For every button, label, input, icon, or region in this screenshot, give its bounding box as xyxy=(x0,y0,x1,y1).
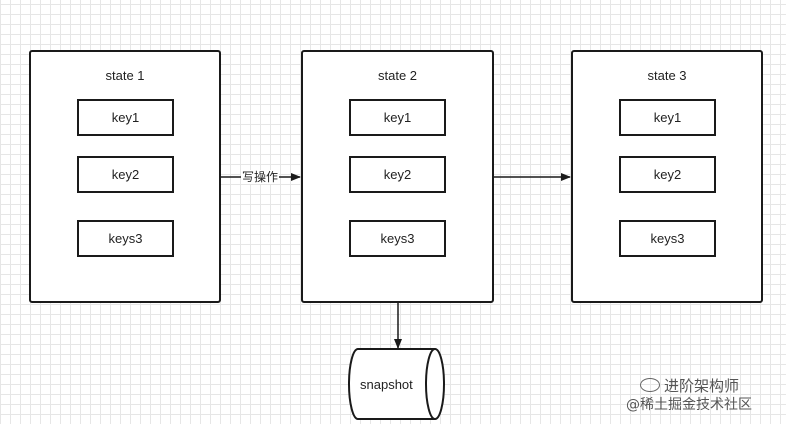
state-box-1: state 1 key1 key2 keys3 xyxy=(29,50,221,303)
key-box: key1 xyxy=(77,99,174,136)
key-box: keys3 xyxy=(619,220,716,257)
snapshot-label: snapshot xyxy=(360,377,413,392)
key-box: key2 xyxy=(349,156,446,193)
state-box-2: state 2 key1 key2 keys3 xyxy=(301,50,494,303)
state-title: state 1 xyxy=(105,68,145,83)
edge-label-write-op: 写操作 xyxy=(241,170,280,184)
key-box: key2 xyxy=(77,156,174,193)
state-box-3: state 3 key1 key2 keys3 xyxy=(571,50,763,303)
wechat-icon xyxy=(640,378,660,392)
state-title: state 3 xyxy=(647,68,687,83)
snapshot-cylinder xyxy=(348,348,445,420)
watermark-subtitle: @稀土掘金技术社区 xyxy=(626,397,752,413)
key-box: key1 xyxy=(349,99,446,136)
key-box: key2 xyxy=(619,156,716,193)
key-box: keys3 xyxy=(349,220,446,257)
state-title: state 2 xyxy=(377,68,418,83)
key-box: key1 xyxy=(619,99,716,136)
key-box: keys3 xyxy=(77,220,174,257)
watermark-title: 进阶架构师 xyxy=(664,377,740,395)
